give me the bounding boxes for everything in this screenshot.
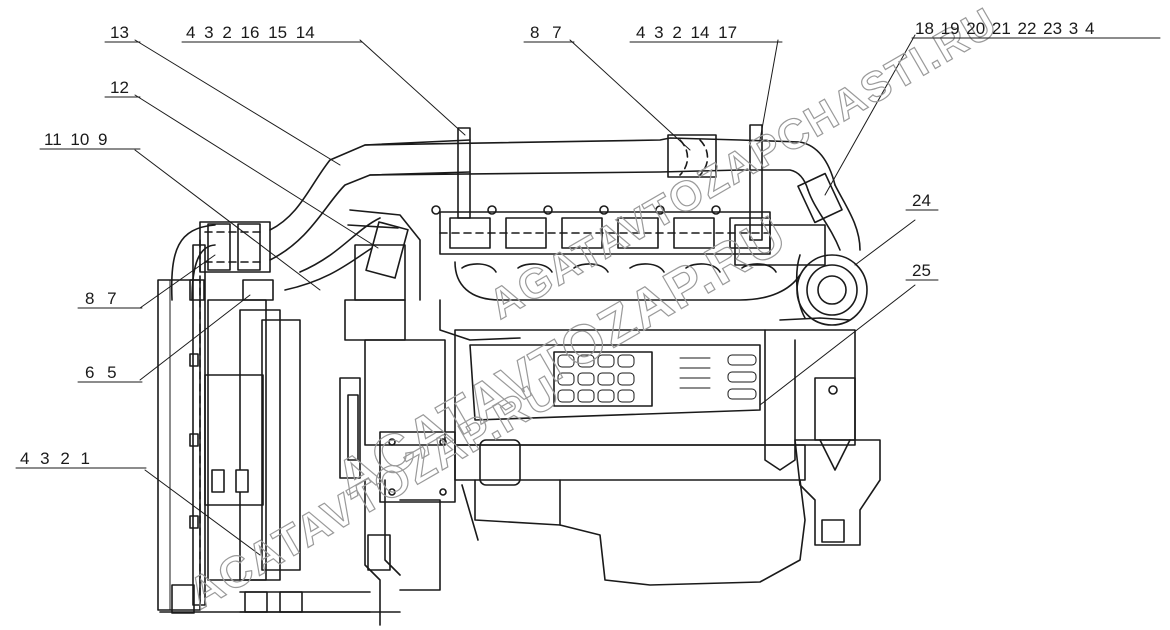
watermark: ACATAVTOZAP.RU AGATAVTOZAPCHASTI.RU ACAT…: [180, 0, 1006, 619]
callout-4-3-2-16-15-14: 4 3 2 16 15 14: [186, 23, 315, 42]
callout-18-23-3-4: 18 19 20 21 22 23 3 4: [915, 19, 1094, 38]
charge-air-pipe: [364, 124, 861, 251]
cylinder-heads: [431, 205, 771, 255]
leader-lines: [134, 34, 916, 556]
callout-6-5: 6 5: [85, 363, 117, 382]
front-housing: [344, 209, 421, 341]
callout-4-3-2-1: 4 3 2 1: [20, 449, 90, 468]
turbocharger: [734, 224, 868, 326]
callout-4-3-2-14-17: 4 3 2 14 17: [636, 23, 737, 42]
callout-12: 12: [110, 78, 129, 97]
engine-mount: [794, 377, 881, 546]
callout-8-7-left: 8 7: [85, 289, 117, 308]
left-intake-hoses: [189, 139, 471, 301]
callout-25: 25: [912, 261, 931, 280]
callout-8-7-top: 8 7: [530, 23, 562, 42]
lower-coolant-pipes: [239, 479, 479, 626]
callout-11-10-9: 11 10 9: [44, 130, 107, 149]
callout-13: 13: [110, 23, 129, 42]
engine-block: [339, 329, 856, 586]
callout-labels: 13 4 3 2 16 15 14 8 7 4 3 2 14 17 18 19 …: [15, 19, 1161, 469]
callout-24: 24: [912, 191, 931, 210]
